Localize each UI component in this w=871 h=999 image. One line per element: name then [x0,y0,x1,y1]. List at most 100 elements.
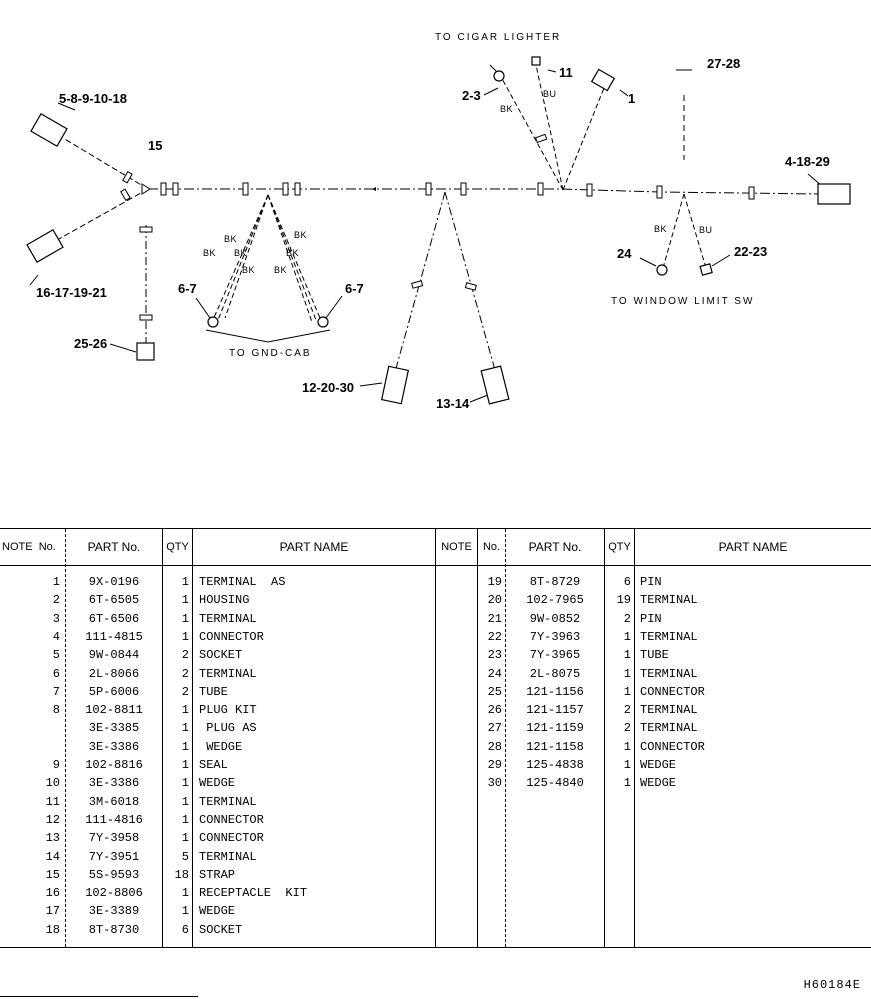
cell-part-no: 102-8811 [85,703,143,718]
cell-part-name: SOCKET [199,648,243,663]
connector-13-14 [480,365,510,405]
header-part-no: PART No. [87,540,141,554]
cell-part-name: PLUG KIT [199,703,257,718]
cell-qty: 5 [181,849,189,864]
cell-qty: 6 [623,575,631,589]
ring-terminal-6-7-left [207,316,219,328]
callout-22-23: 22-23 [734,244,767,259]
parts-list-table: NOTE No. PART No. QTY PART NAME NOTE No.… [0,528,871,948]
strap [242,182,249,196]
header-part-name: PART NAME [279,540,349,554]
table-row: 15 5S-9593 18 STRAP [0,866,871,884]
note-to-gnd-cab: TO GND-CAB [229,348,312,359]
connector-4-18-29 [817,183,851,205]
header-note: NOTE [2,541,33,553]
cell-qty: 1 [623,684,631,699]
cell-qty: 1 [623,666,631,681]
callout-15: 15 [148,138,162,153]
table-row: 8 102-8811 1 PLUG KIT [0,701,871,719]
cell-qty: 18 [174,867,189,882]
callout-1: 1 [628,91,635,106]
cell-part-no: 7Y-3951 [88,849,140,864]
ring-terminal-6-7-right [317,316,329,328]
callout-6-7-left: 6-7 [178,281,197,296]
cell-no: 15 [45,867,60,882]
cell-no: 12 [45,812,60,827]
cell-part-name: STRAP [199,867,236,882]
cell-qty: 1 [181,703,189,718]
cell-part-name: TERMINAL [199,666,257,681]
strap [464,282,477,291]
gnd-wire-2 [217,194,269,321]
strap [120,188,131,202]
header-qty: QTY [608,541,631,553]
cell-part-no: 8T-8730 [88,922,140,937]
callout-12-20-30: 12-20-30 [302,380,354,395]
cell-part-no: 121-1157 [526,703,584,718]
cell-part-no: 7Y-3965 [529,648,581,663]
cell-qty: 1 [181,794,189,809]
cell-part-no: 121-1156 [526,684,584,699]
callout-25-26: 25-26 [74,336,107,351]
cell-part-no: 121-1158 [526,739,584,754]
cell-qty: 19 [616,593,631,608]
cell-no: 8 [52,703,60,718]
cell-part-no: 2L-8066 [88,666,140,681]
cell-qty: 2 [623,611,631,626]
cell-part-name: WEDGE [199,776,236,791]
cell-part-name: PIN [640,611,662,626]
strap [460,182,467,196]
cell-part-no: 111-4816 [85,812,143,827]
cell-qty: 1 [623,629,631,644]
strap [282,182,289,196]
cell-part-name: WEDGE [640,776,677,791]
cell-part-no: 2L-8075 [529,666,581,681]
cell-part-name: SOCKET [199,922,243,937]
cell-qty: 1 [623,648,631,663]
cell-part-no: 3E-3386 [88,776,140,791]
cell-no: 3 [52,611,60,626]
column-divider [604,529,605,947]
strap [537,182,544,196]
cell-no: 16 [45,886,60,901]
strap [139,314,153,321]
branch-1 [562,87,605,191]
cell-part-no: 3M-6018 [88,794,140,809]
connector-12-20-30 [380,365,410,405]
cell-part-no: 5S-9593 [88,867,140,882]
cell-no: 14 [45,849,60,864]
cell-no: 25 [487,684,502,699]
cell-part-no: 3E-3386 [88,739,140,754]
cell-qty: 2 [181,648,189,663]
cell-part-name: TERMINAL [640,703,698,718]
cell-part-name: PLUG AS [199,721,257,736]
wire-color-bk: BK [294,230,307,240]
cell-qty: 2 [181,684,189,699]
gnd-wire-5 [267,194,317,321]
callout-27-28: 27-28 [707,56,740,71]
cell-part-name: CONNECTOR [640,684,705,699]
connector-1 [590,68,616,92]
strap [748,186,755,200]
branch-window-bk [662,193,685,269]
ring-terminal-2-3 [493,70,505,82]
cell-part-name: HOUSING [199,593,250,608]
cell-no: 13 [45,831,60,846]
cell-part-name: TERMINAL [640,593,698,608]
branch-cigar-bk [499,74,564,191]
cell-qty: 1 [181,739,189,754]
cell-part-name: TUBE [199,684,228,699]
cell-part-name: WEDGE [640,758,677,772]
cell-qty: 1 [623,739,631,754]
cell-no: 23 [487,648,502,663]
cell-part-name: CONNECTOR [199,812,264,827]
cell-part-no: 121-1159 [526,721,584,736]
